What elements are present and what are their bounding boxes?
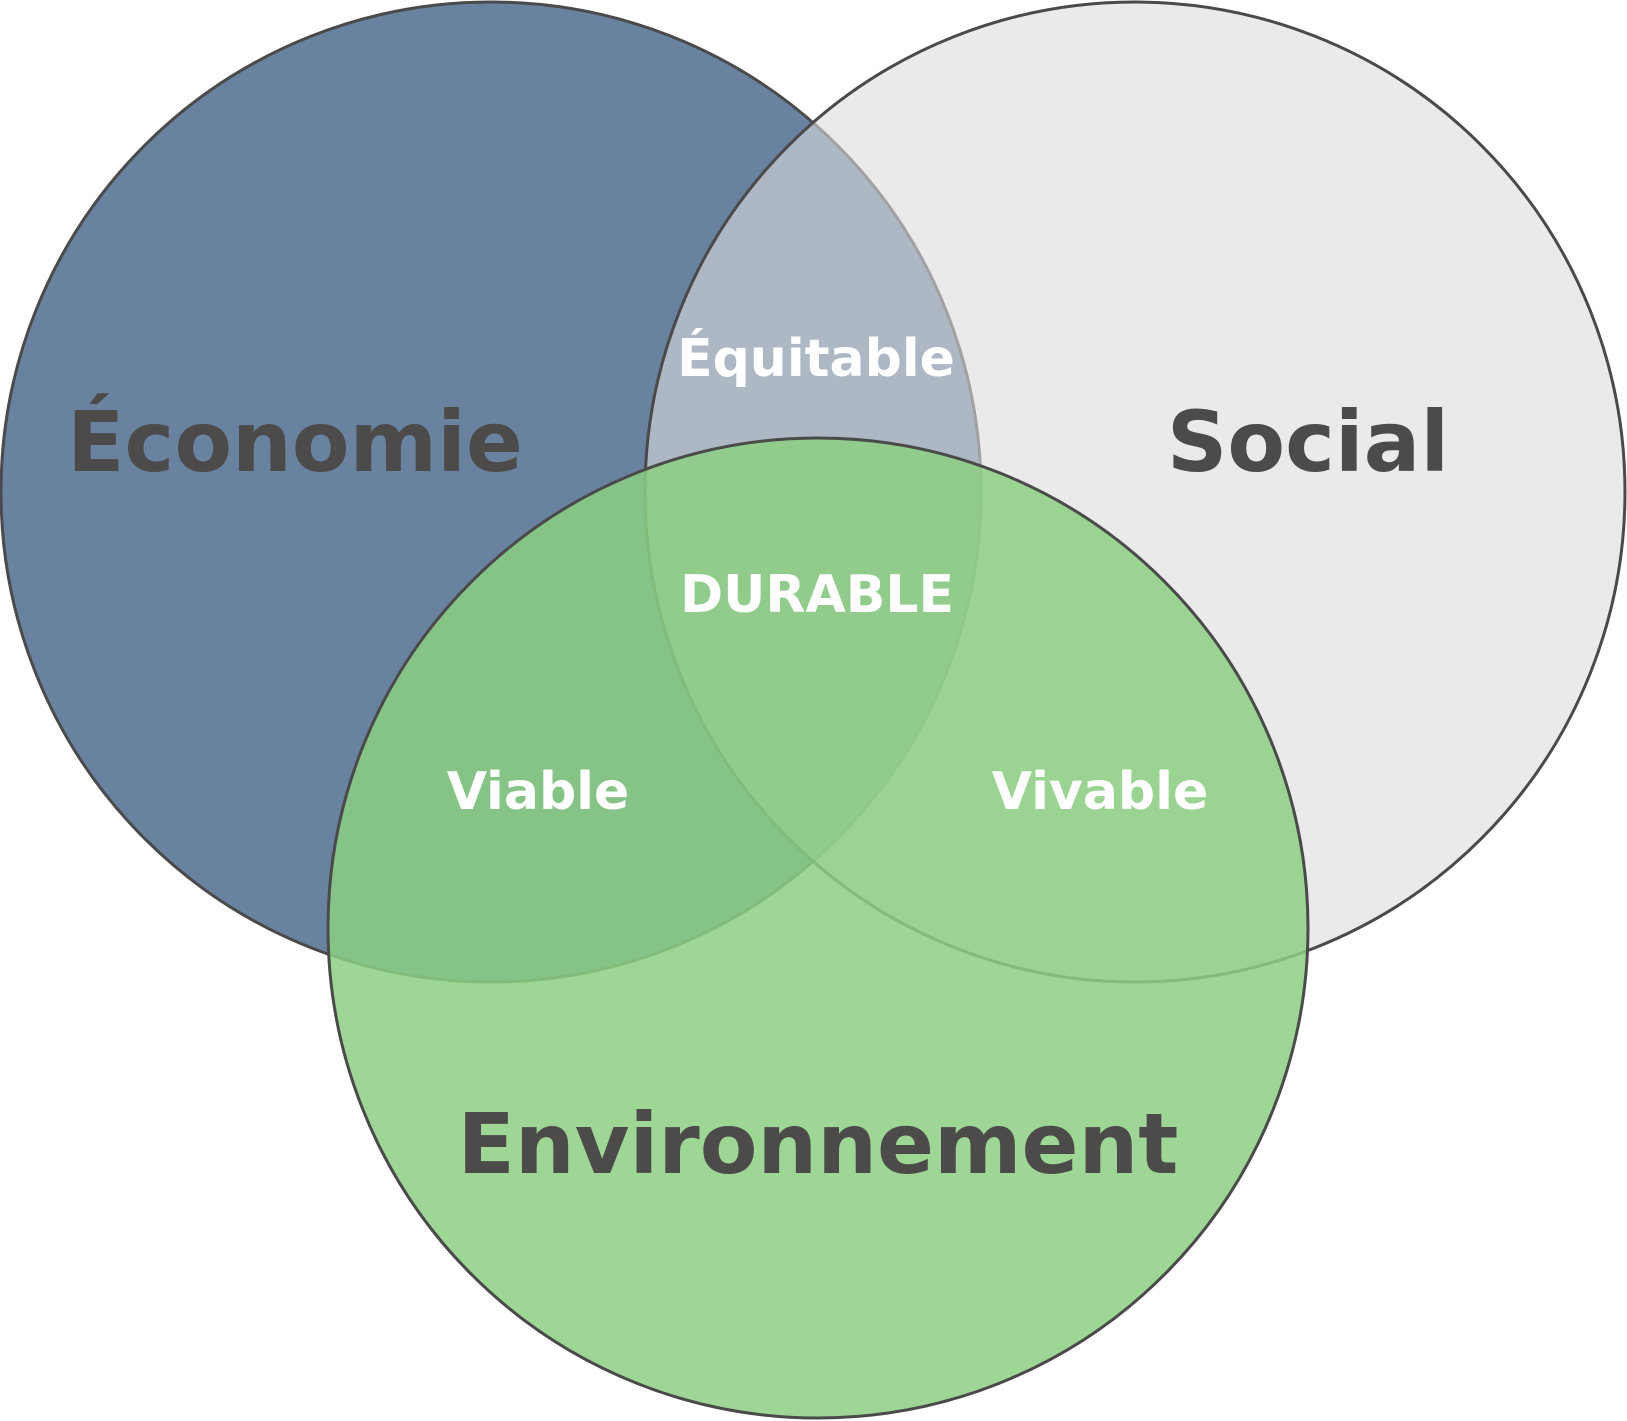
label-social: Social [1167, 393, 1449, 491]
label-environnement: Environnement [458, 1095, 1179, 1193]
circle-environnement [326, 436, 1310, 1420]
label-equitable: Équitable [677, 328, 955, 389]
label-vivable: Vivable [992, 762, 1208, 822]
label-economie: Économie [67, 393, 523, 491]
label-durable: DURABLE [680, 565, 954, 625]
label-viable: Viable [447, 762, 630, 822]
